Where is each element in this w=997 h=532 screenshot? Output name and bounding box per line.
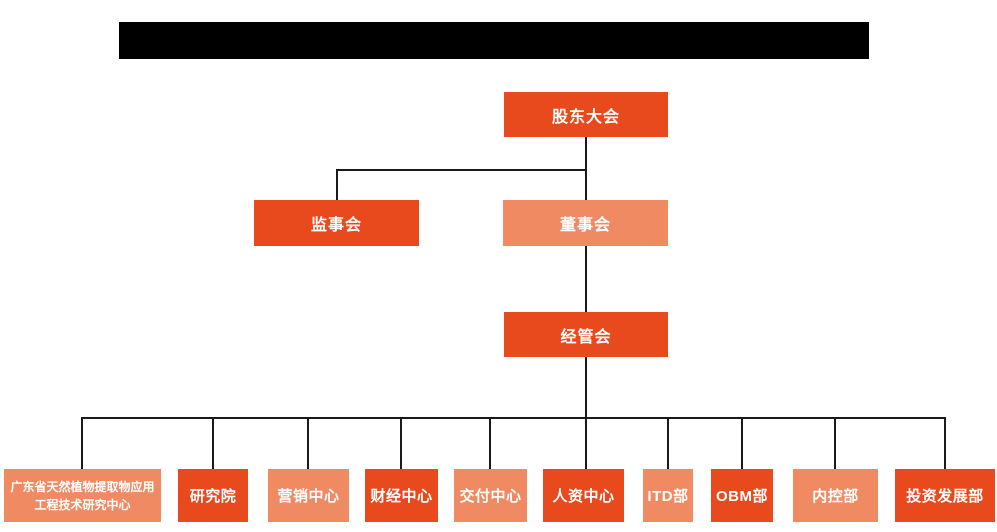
connector-board-management [585, 246, 587, 312]
connector-management-down [585, 357, 587, 469]
connector-dept-drop [400, 417, 402, 469]
node-dept-hr-center: 人资中心 [543, 469, 624, 522]
connector-dept-drop [489, 417, 491, 469]
redacted-title-bar [119, 22, 869, 59]
connector-dept-drop [307, 417, 309, 469]
node-dept-obm: OBM部 [711, 469, 773, 522]
node-supervisory-board: 监事会 [254, 200, 419, 246]
node-dept-finance-center: 财经中心 [365, 469, 438, 522]
node-management-committee: 经管会 [504, 312, 668, 357]
connector-dept-drop [944, 417, 946, 469]
connector-shareholders-down [585, 137, 587, 170]
connector-dept-drop [741, 417, 743, 469]
connector-board-drop [585, 169, 587, 200]
connector-dept-drop [667, 417, 669, 469]
node-dept-marketing-center: 营销中心 [268, 469, 349, 522]
node-dept-itd: ITD部 [643, 469, 693, 522]
node-dept-research-center: 广东省天然植物提取物应用工程技术研究中心 [4, 469, 161, 522]
node-dept-delivery-center: 交付中心 [454, 469, 527, 522]
node-dept-research-institute: 研究院 [178, 469, 248, 522]
connector-dept-drop [81, 417, 83, 469]
connector-departments-bus [81, 417, 946, 419]
connector-supervisory-drop [336, 169, 338, 200]
node-dept-internal-control: 内控部 [793, 469, 878, 522]
node-shareholders-meeting: 股东大会 [504, 92, 668, 137]
connector-level2-horizontal [336, 169, 587, 171]
node-board-of-directors: 董事会 [503, 200, 668, 246]
connector-dept-drop [834, 417, 836, 469]
connector-dept-drop [212, 417, 214, 469]
node-dept-investment-development: 投资发展部 [895, 469, 995, 522]
